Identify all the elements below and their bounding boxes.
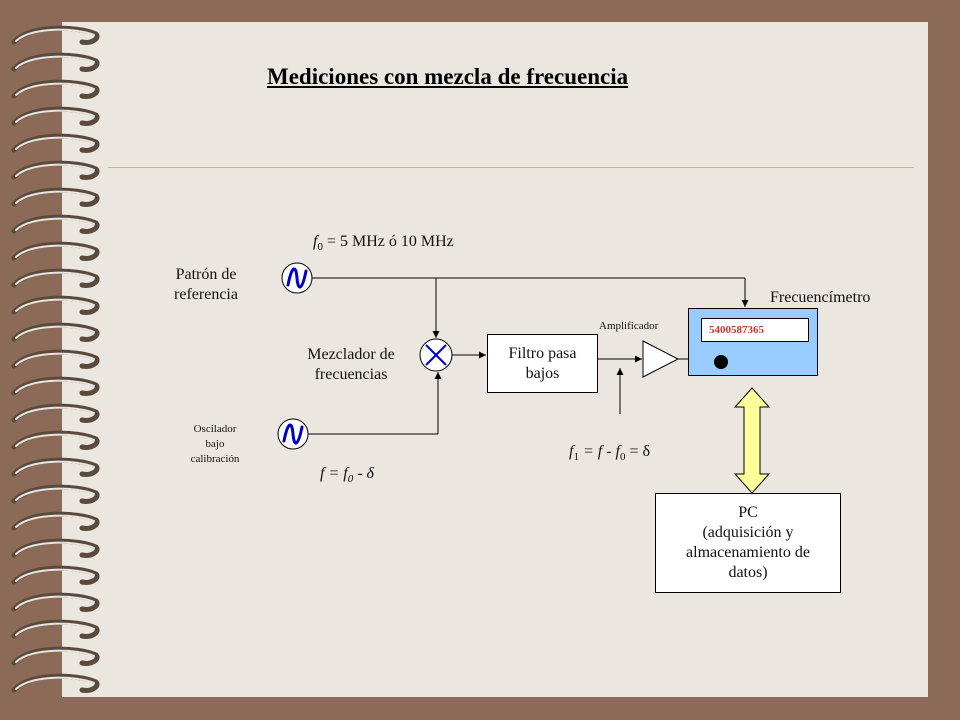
reference-label: Patrón de referencia bbox=[174, 266, 238, 303]
spiral-ring bbox=[11, 79, 100, 99]
oscillator-sine-wave-icon bbox=[282, 423, 304, 445]
spiral-ring bbox=[11, 106, 100, 126]
spiral-ring bbox=[11, 484, 100, 504]
spiral-ring bbox=[11, 673, 100, 693]
spiral-ring bbox=[11, 457, 100, 477]
spiral-ring bbox=[11, 268, 100, 288]
counter-knob-icon bbox=[714, 355, 728, 369]
spiral-ring bbox=[11, 646, 100, 666]
spiral-ring bbox=[11, 322, 100, 342]
mixer-cross-b bbox=[425, 344, 447, 366]
spiral-ring bbox=[11, 403, 100, 423]
mixer-label: Mezclador de frecuencias bbox=[307, 346, 395, 383]
spiral-ring bbox=[11, 349, 100, 369]
spiral-ring bbox=[11, 133, 100, 153]
f0-label: f0 = 5 MHz ó 10 MHz bbox=[313, 233, 454, 254]
amplifier-icon bbox=[642, 340, 680, 378]
spiral-ring bbox=[11, 511, 100, 531]
spiral-ring bbox=[11, 376, 100, 396]
page-title: Mediciones con mezcla de frecuencia bbox=[267, 64, 629, 89]
spiral-ring bbox=[11, 187, 100, 207]
spiral-ring bbox=[11, 565, 100, 585]
spiral-ring bbox=[11, 241, 100, 261]
spiral-ring bbox=[11, 160, 100, 180]
pc-link-double-arrow-icon bbox=[733, 387, 771, 494]
spiral-ring bbox=[11, 25, 100, 45]
pc-box: PC (adquisición y almacenamiento de dato… bbox=[655, 493, 841, 593]
counter-display: 5400587365 bbox=[701, 318, 809, 342]
reference-sine-wave-icon bbox=[286, 267, 308, 289]
spiral-ring bbox=[11, 52, 100, 72]
lowpass-filter-box: Filtro pasa bajos bbox=[487, 334, 598, 393]
spiral-ring bbox=[11, 430, 100, 450]
spiral-ring bbox=[11, 214, 100, 234]
title-divider bbox=[108, 167, 914, 168]
spiral-ring bbox=[11, 538, 100, 558]
spiral-ring bbox=[11, 295, 100, 315]
oscillator-label: Oscilador bajo calibración bbox=[190, 423, 240, 465]
f-formula-label: f = f0 - δ bbox=[320, 465, 374, 486]
amplifier-label: Amplificador bbox=[599, 320, 659, 332]
spiral-ring bbox=[11, 619, 100, 639]
f1-formula-label: f1 = f - f0 = δ bbox=[569, 443, 651, 464]
frequency-counter-label: Frecuencímetro bbox=[770, 289, 871, 306]
spiral-ring bbox=[11, 592, 100, 612]
